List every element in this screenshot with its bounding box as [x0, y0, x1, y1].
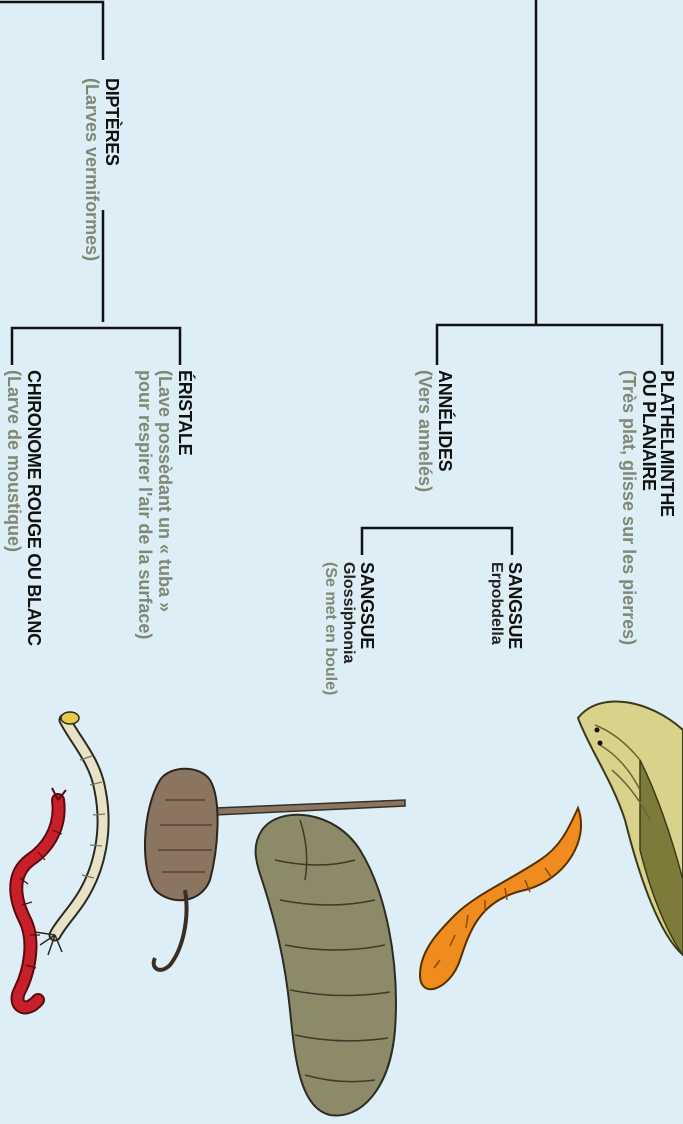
chironome-red-illustration: [16, 788, 66, 1007]
erpobdella-illustration: [420, 808, 581, 989]
planaire-illustration: [578, 701, 683, 955]
glossiphonia-illustration: [256, 815, 396, 1116]
